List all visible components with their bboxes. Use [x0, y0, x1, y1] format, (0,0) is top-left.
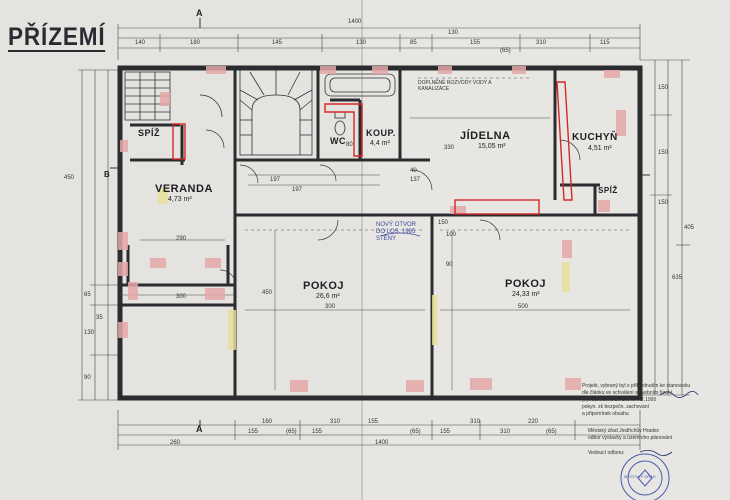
bottom-dim: 160 [262, 419, 273, 425]
interior-dim: 300 [325, 304, 336, 310]
bottom-dim: 155 [368, 419, 379, 425]
left-dim: 450 [64, 175, 75, 181]
right-dimension-lines [640, 59, 690, 396]
window-sills [158, 188, 570, 350]
inner-walls [120, 68, 640, 398]
interior-dim: 100 [446, 232, 457, 238]
bottom-dim-2: (65) [410, 429, 421, 435]
top-dim: (65) [500, 48, 511, 54]
room-label-spiz: SPÍŽ [138, 128, 161, 138]
section-markers [110, 18, 650, 428]
top-total-dimension: 1400 [348, 19, 362, 25]
top-dim: 130 [356, 40, 367, 46]
bottom-total-dimension: 1400 [375, 440, 389, 446]
room-label-spiz-2: SPÍŽ [598, 186, 618, 195]
plumbing-note: DOPLNĚNÉ ROZVODY VODY A KANALIZACE [418, 80, 492, 92]
page-title: PŘÍZEMÍ [8, 23, 106, 52]
room-label-jidelna: JÍDELNA [460, 130, 511, 142]
bottom-left-dimension: 260 [170, 440, 181, 446]
stamp-line: dle článku ve schválení stavebním řízení [582, 390, 673, 396]
stamp-line: Projekt, vybraný byl s přihlédnutím ke s… [582, 383, 691, 389]
official-seal [620, 453, 670, 500]
top-dim: 180 [190, 40, 201, 46]
top-dim: 145 [272, 40, 283, 46]
bottom-dim-2: 155 [248, 429, 259, 435]
room-label-veranda: VERANDA [155, 183, 213, 195]
left-dim: 35 [96, 315, 103, 321]
interior-dim: 80 [346, 142, 353, 148]
signature [639, 391, 699, 456]
interior-dim: 300 [176, 294, 187, 300]
section-mark-b-left: B [104, 170, 111, 179]
interior-dim: 197 [292, 187, 303, 193]
section-mark-a-bottom: A [196, 424, 203, 434]
room-label-pokoj-1: POKOJ [303, 280, 345, 292]
stamp-line: pokyn. zk bezpečn. zachování [582, 404, 649, 410]
stamp-line: Vedoucí odboru: [588, 450, 625, 456]
interior-dim: 150 [438, 220, 449, 226]
bottom-dim: 220 [528, 419, 539, 425]
left-dim: 90 [84, 375, 91, 381]
room-area-pokoj-2: 24,33 m² [512, 291, 540, 298]
bottom-dim-2: 310 [500, 429, 511, 435]
top-dim: 155 [470, 40, 481, 46]
room-area-jidelna: 15,05 m² [478, 143, 506, 150]
authority-stamp-text: Městský úřad Jindřichův Hradec odbor výs… [588, 428, 708, 457]
right-dim: 150 [658, 85, 669, 91]
right-dim: 405 [684, 225, 695, 231]
bottom-dim-2: (65) [546, 429, 557, 435]
room-area-kuchyn: 4,51 m² [588, 145, 612, 152]
room-label-pokoj-2: POKOJ [505, 278, 547, 290]
top-dim: 115 [600, 40, 610, 46]
interior-dim: 197 [270, 177, 281, 183]
stamp-line: (vyhodnoceno ze dne ... 7.2.1995 [582, 397, 657, 403]
approval-stamp-text: Projekt, vybraný byl s přihlédnutím ke s… [582, 383, 712, 418]
top-dim: 85 [410, 40, 417, 46]
stamp-line: a připomínek obsahu [582, 411, 629, 417]
interior-dim: 137 [410, 177, 421, 183]
room-label-wc: WC [330, 136, 346, 146]
bottom-dim-2: (65) [286, 429, 297, 435]
red-annotation-boxes [172, 81, 573, 215]
bottom-dim: 310 [330, 419, 341, 425]
window-markings [118, 66, 626, 392]
left-dimension-lines [78, 69, 120, 401]
left-dim: 130 [84, 330, 95, 336]
room-label-koupelna: KOUP. [366, 128, 396, 138]
room-label-kuchyn: KUCHYŇ [572, 132, 618, 143]
top-dim: 130 [448, 30, 459, 36]
seal-text: MĚSTSKÝ ÚŘAD [624, 474, 656, 479]
right-dim: 150 [658, 150, 669, 156]
bottom-dim-2: 155 [440, 429, 451, 435]
interior-dim: 40 [410, 168, 417, 174]
door-swings [199, 94, 581, 287]
top-dim: 310 [536, 40, 547, 46]
blue-handwritten-note: NOVÝ OTVOR DO LOS. 1995 STĚNY [376, 222, 417, 242]
stamp-line: odbor výstavby a územního plánování [588, 435, 673, 441]
interior-dim: 500 [518, 304, 529, 310]
right-dim: 150 [658, 200, 669, 206]
bottom-dimension-lines [117, 410, 641, 450]
top-dimension-lines [117, 24, 641, 60]
bottom-dim: 310 [470, 419, 481, 425]
interior-dim: 330 [444, 145, 455, 151]
interior-dim: 450 [262, 290, 273, 296]
bathtub [324, 73, 396, 97]
top-dim: 140 [135, 40, 146, 46]
left-dim: 65 [84, 292, 91, 298]
room-area-veranda: 4,73 m² [168, 196, 192, 203]
main-staircase [239, 69, 313, 156]
interior-dim: 90 [446, 262, 453, 268]
right-dim: 635 [672, 275, 683, 281]
bottom-dim-2: 155 [312, 429, 323, 435]
room-area-pokoj-1: 26,6 m² [316, 293, 340, 300]
room-area-koupelna: 4,4 m² [370, 140, 390, 147]
interior-dim: 290 [176, 236, 187, 242]
section-mark-a-top: A [196, 8, 203, 18]
stamp-line: Městský úřad Jindřichův Hradec [588, 428, 660, 434]
interior-dimension-lines [120, 117, 630, 390]
blue-annotation-scribble [379, 232, 421, 237]
